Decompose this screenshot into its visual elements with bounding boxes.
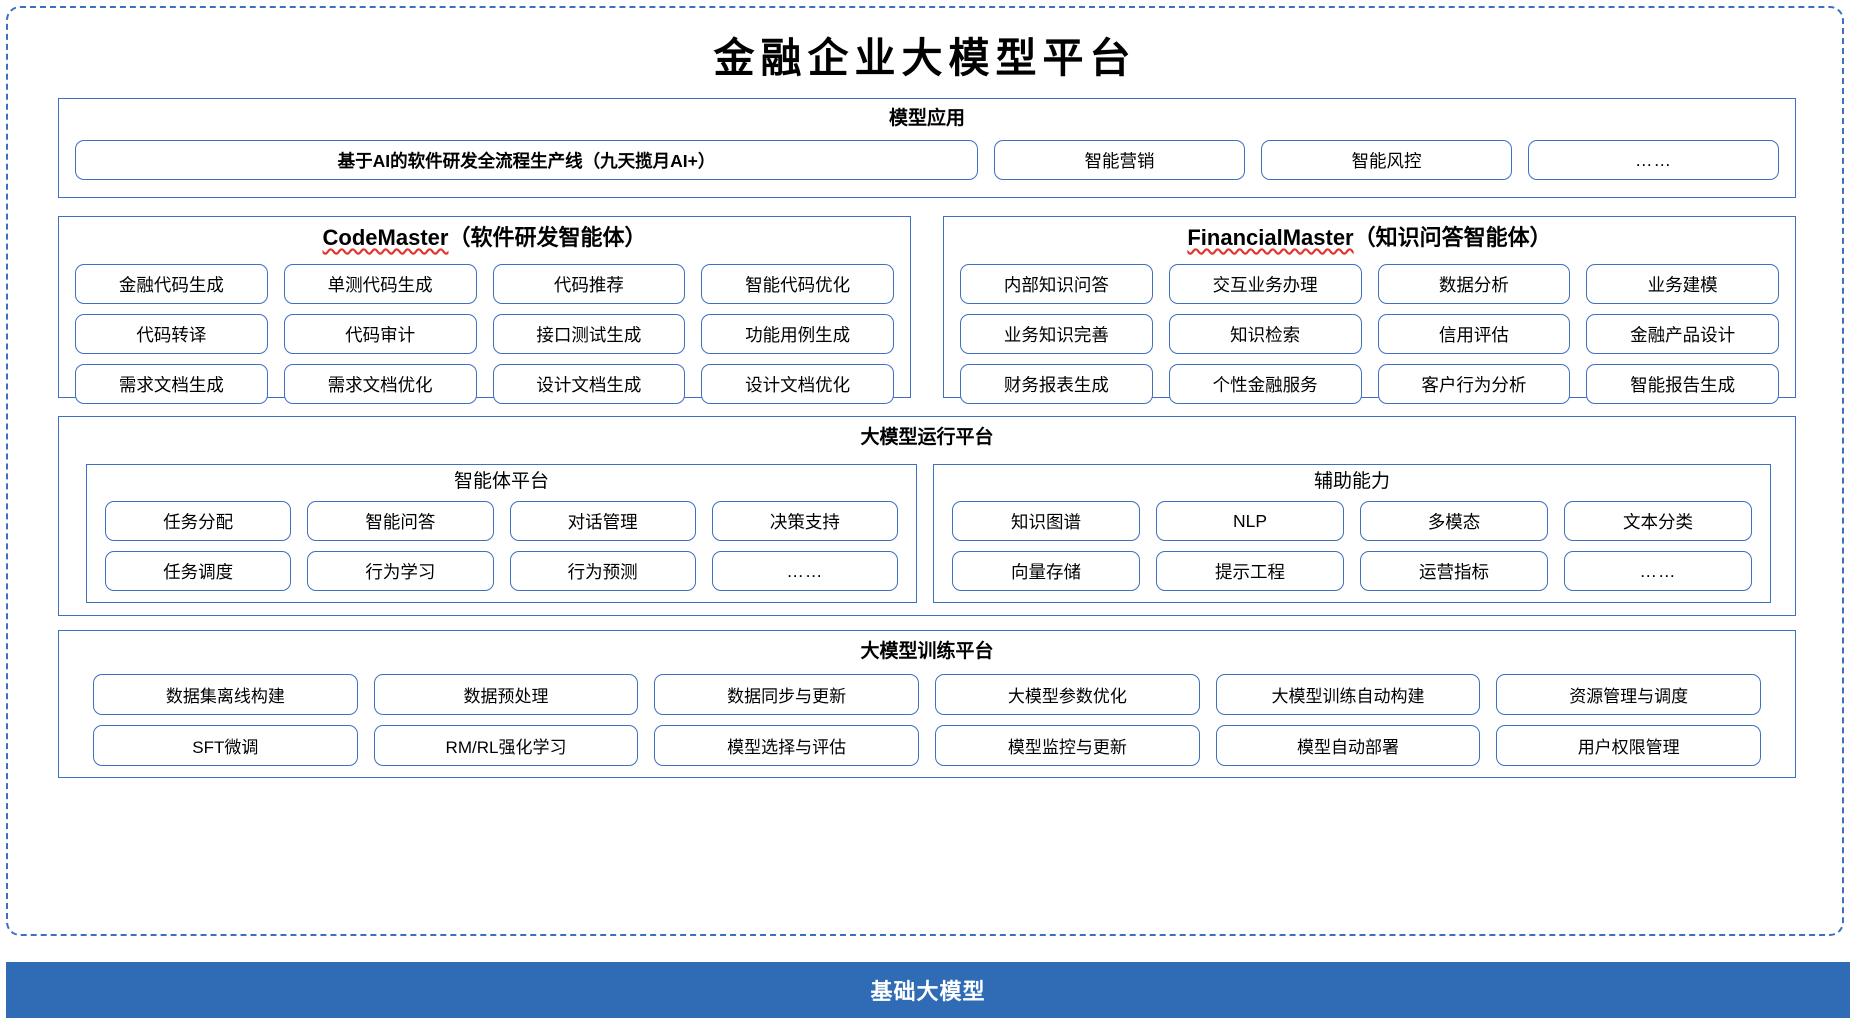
codemaster-panel: CodeMaster（软件研发智能体） 金融代码生成 单测代码生成 代码推荐 智… [58, 216, 911, 404]
tile-prompt-engineering[interactable]: 提示工程 [1156, 551, 1344, 591]
tile-knowledge-graph[interactable]: 知识图谱 [952, 501, 1140, 541]
financialmaster-title: FinancialMaster（知识问答智能体） [944, 225, 1795, 251]
tile-functional-case-generation[interactable]: 功能用例生成 [701, 314, 894, 354]
tile-multimodal[interactable]: 多模态 [1360, 501, 1548, 541]
tile-vector-storage[interactable]: 向量存储 [952, 551, 1140, 591]
tile-personalized-financial-service[interactable]: 个性金融服务 [1168, 364, 1362, 404]
tile-user-permission-management[interactable]: 用户权限管理 [1496, 725, 1762, 766]
tile-resource-management-scheduling[interactable]: 资源管理与调度 [1496, 674, 1762, 715]
tile-intelligent-marketing[interactable]: 智能营销 [994, 140, 1245, 180]
tile-task-allocation[interactable]: 任务分配 [105, 501, 292, 541]
codemaster-title-suffix: （软件研发智能体） [448, 225, 647, 250]
tile-code-audit[interactable]: 代码审计 [283, 314, 477, 354]
base-model-label: 基础大模型 [870, 979, 986, 1004]
tile-intelligent-report-generation[interactable]: 智能报告生成 [1586, 364, 1779, 404]
tile-ai-software-pipeline[interactable]: 基于AI的软件研发全流程生产线（九天揽月AI+） [75, 140, 978, 180]
financialmaster-title-name: FinancialMaster [1187, 225, 1354, 250]
base-model-bar: 基础大模型 [6, 962, 1850, 1018]
tile-finance-code-generation[interactable]: 金融代码生成 [75, 264, 268, 304]
train-platform-panel: 大模型训练平台 数据集离线构建 数据预处理 数据同步与更新 大模型参数优化 大模… [58, 630, 1796, 778]
tile-data-analysis[interactable]: 数据分析 [1377, 264, 1571, 304]
codemaster-row-1: 金融代码生成 单测代码生成 代码推荐 智能代码优化 [75, 264, 894, 304]
tile-dialogue-management[interactable]: 对话管理 [509, 501, 696, 541]
tile-financial-product-design[interactable]: 金融产品设计 [1586, 314, 1779, 354]
codemaster-title-name: CodeMaster [322, 225, 449, 250]
train-platform-tile-grid: 数据集离线构建 数据预处理 数据同步与更新 大模型参数优化 大模型训练自动构建 … [93, 674, 1762, 766]
tile-intelligent-risk-control[interactable]: 智能风控 [1261, 140, 1512, 180]
codemaster-title: CodeMaster（软件研发智能体） [59, 225, 910, 251]
financialmaster-title-suffix: （知识问答智能体） [1353, 225, 1552, 250]
page-title: 金融企业大模型平台 [713, 34, 1137, 82]
tile-model-selection-evaluation[interactable]: 模型选择与评估 [654, 725, 920, 766]
tile-operation-metrics[interactable]: 运营指标 [1360, 551, 1548, 591]
tile-data-preprocessing[interactable]: 数据预处理 [373, 674, 639, 715]
model-application-tile-row: 基于AI的软件研发全流程生产线（九天揽月AI+） 智能营销 智能风控 …… [75, 140, 1779, 180]
financialmaster-tile-grid: 内部知识问答 交互业务办理 数据分析 业务建模 业务知识完善 知识检索 信用评估… [960, 264, 1779, 404]
train-platform-title: 大模型训练平台 [860, 641, 994, 662]
tile-financial-statement-generation[interactable]: 财务报表生成 [960, 364, 1153, 404]
aux-capability-row-1: 知识图谱 NLP 多模态 文本分类 [952, 501, 1752, 541]
train-platform-row-2: SFT微调 RM/RL强化学习 模型选择与评估 模型监控与更新 模型自动部署 用… [93, 725, 1762, 766]
aux-capability-panel: 辅助能力 知识图谱 NLP 多模态 文本分类 向量存储 提示工程 运营指标 …… [933, 464, 1771, 603]
agent-platform-tile-grid: 任务分配 智能问答 对话管理 决策支持 任务调度 行为学习 行为预测 …… [105, 501, 898, 591]
tile-sft-finetuning[interactable]: SFT微调 [93, 725, 358, 766]
tile-behavior-prediction[interactable]: 行为预测 [509, 551, 696, 591]
tile-nlp[interactable]: NLP [1156, 501, 1344, 541]
tile-model-monitoring-update[interactable]: 模型监控与更新 [935, 725, 1200, 766]
tile-unit-test-code-generation[interactable]: 单测代码生成 [283, 264, 477, 304]
tile-internal-knowledge-qa[interactable]: 内部知识问答 [960, 264, 1153, 304]
codemaster-tile-grid: 金融代码生成 单测代码生成 代码推荐 智能代码优化 代码转译 代码审计 接口测试… [75, 264, 894, 404]
train-platform-row-1: 数据集离线构建 数据预处理 数据同步与更新 大模型参数优化 大模型训练自动构建 … [93, 674, 1762, 715]
tile-decision-support[interactable]: 决策支持 [711, 501, 898, 541]
financialmaster-row-1: 内部知识问答 交互业务办理 数据分析 业务建模 [960, 264, 1779, 304]
tile-intelligent-qa[interactable]: 智能问答 [307, 501, 494, 541]
financialmaster-panel: FinancialMaster（知识问答智能体） 内部知识问答 交互业务办理 数… [943, 216, 1796, 404]
financialmaster-row-2: 业务知识完善 知识检索 信用评估 金融产品设计 [960, 314, 1779, 354]
tile-code-translation[interactable]: 代码转译 [75, 314, 268, 354]
tile-design-doc-optimization[interactable]: 设计文档优化 [701, 364, 894, 404]
model-application-panel: 模型应用 基于AI的软件研发全流程生产线（九天揽月AI+） 智能营销 智能风控 … [58, 98, 1796, 198]
codemaster-row-2: 代码转译 代码审计 接口测试生成 功能用例生成 [75, 314, 894, 354]
tile-model-auto-deployment[interactable]: 模型自动部署 [1215, 725, 1481, 766]
tile-data-sync-update[interactable]: 数据同步与更新 [654, 674, 920, 715]
tile-intelligent-code-optimization[interactable]: 智能代码优化 [701, 264, 894, 304]
tile-more-ellipsis[interactable]: …… [1528, 140, 1779, 180]
tile-business-knowledge-improvement[interactable]: 业务知识完善 [960, 314, 1153, 354]
tile-agent-platform-more-ellipsis[interactable]: …… [711, 551, 898, 591]
tile-design-doc-generation[interactable]: 设计文档生成 [492, 364, 686, 404]
tile-credit-assessment[interactable]: 信用评估 [1377, 314, 1571, 354]
aux-capability-title: 辅助能力 [1313, 471, 1390, 492]
model-application-title: 模型应用 [888, 108, 965, 129]
tile-rm-rl-reinforcement-learning[interactable]: RM/RL强化学习 [373, 725, 639, 766]
run-platform-title: 大模型运行平台 [860, 427, 994, 448]
tile-customer-behavior-analysis[interactable]: 客户行为分析 [1377, 364, 1571, 404]
diagram-outer-frame: 金融企业大模型平台 模型应用 基于AI的软件研发全流程生产线（九天揽月AI+） … [6, 6, 1844, 936]
tile-aux-capability-more-ellipsis[interactable]: …… [1564, 551, 1752, 591]
tile-text-classification[interactable]: 文本分类 [1564, 501, 1752, 541]
tile-api-test-generation[interactable]: 接口测试生成 [492, 314, 686, 354]
aux-capability-row-2: 向量存储 提示工程 运营指标 …… [952, 551, 1752, 591]
agent-platform-panel: 智能体平台 任务分配 智能问答 对话管理 决策支持 任务调度 行为学习 行为预测… [86, 464, 917, 603]
tile-business-modeling[interactable]: 业务建模 [1586, 264, 1779, 304]
tile-model-parameter-optimization[interactable]: 大模型参数优化 [935, 674, 1200, 715]
tile-interactive-business-handling[interactable]: 交互业务办理 [1168, 264, 1362, 304]
agent-platform-title: 智能体平台 [453, 471, 549, 492]
codemaster-row-3: 需求文档生成 需求文档优化 设计文档生成 设计文档优化 [75, 364, 894, 404]
aux-capability-tile-grid: 知识图谱 NLP 多模态 文本分类 向量存储 提示工程 运营指标 …… [952, 501, 1752, 591]
tile-behavior-learning[interactable]: 行为学习 [307, 551, 494, 591]
agent-platform-row-1: 任务分配 智能问答 对话管理 决策支持 [105, 501, 898, 541]
tile-code-recommendation[interactable]: 代码推荐 [492, 264, 686, 304]
tile-model-training-auto-construction[interactable]: 大模型训练自动构建 [1215, 674, 1481, 715]
agent-platform-row-2: 任务调度 行为学习 行为预测 …… [105, 551, 898, 591]
tile-task-scheduling[interactable]: 任务调度 [105, 551, 292, 591]
tile-knowledge-retrieval[interactable]: 知识检索 [1168, 314, 1362, 354]
tile-dataset-offline-construction[interactable]: 数据集离线构建 [93, 674, 358, 715]
financialmaster-row-3: 财务报表生成 个性金融服务 客户行为分析 智能报告生成 [960, 364, 1779, 404]
tile-requirement-doc-generation[interactable]: 需求文档生成 [75, 364, 268, 404]
tile-requirement-doc-optimization[interactable]: 需求文档优化 [283, 364, 477, 404]
